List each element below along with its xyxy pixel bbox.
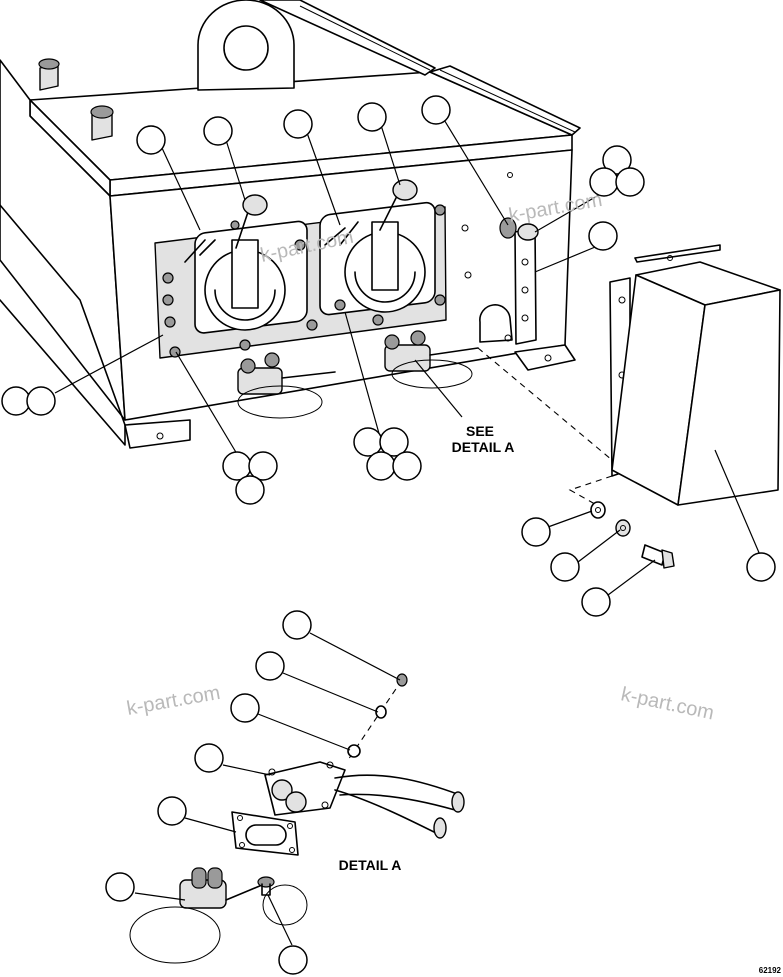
callout-bubble (26, 386, 56, 416)
callout-bubble (357, 102, 387, 132)
detail-a (129, 673, 465, 964)
lid-knob-right (90, 105, 114, 141)
callout-bubble (283, 109, 313, 139)
receptacle-left (184, 194, 308, 334)
callout-bubble (255, 651, 285, 681)
callout-bubble (278, 945, 308, 975)
callout-bubble (248, 451, 278, 481)
callout-bubble (379, 427, 409, 457)
callout-bubble (230, 693, 260, 723)
callout-bubble (581, 587, 611, 617)
callout-bubble (615, 167, 645, 197)
cap-connector-left (237, 352, 336, 419)
hardware-main (590, 501, 675, 569)
callout-bubble (521, 517, 551, 547)
callout-bubble (746, 552, 776, 582)
callout-bubble (203, 116, 233, 146)
plate-screws (162, 204, 446, 358)
receptacle-box (0, 0, 581, 449)
callout-bubble (366, 451, 396, 481)
callout-bubble (392, 451, 422, 481)
callout-bubble (588, 221, 618, 251)
callout-bubble (550, 552, 580, 582)
callout-bubble (602, 145, 632, 175)
side-bracket (479, 217, 539, 345)
drawing-code: 62192 (759, 966, 782, 975)
leader-lines (54, 117, 761, 946)
lid-knob-left (38, 58, 60, 91)
detail-a-title: DETAIL A (339, 857, 402, 873)
callout-bubble (1, 386, 31, 416)
callout-bubbles (1, 95, 776, 975)
callout-bubble (136, 125, 166, 155)
alignment-lines (477, 347, 613, 509)
callout-bubble (282, 610, 312, 640)
receptacle-right (319, 179, 436, 316)
callout-bubble (105, 872, 135, 902)
hinge (299, 5, 576, 133)
see-detail-label-line1: SEE (466, 423, 494, 439)
callout-bubble (157, 796, 187, 826)
lifting-eye (197, 0, 295, 91)
watermark: k-part.com (125, 682, 222, 720)
callout-bubble (194, 743, 224, 773)
watermark: k-part.com (619, 683, 716, 724)
callout-bubble (235, 475, 265, 505)
callout-bubble (421, 95, 451, 125)
cover (609, 244, 781, 506)
see-detail-label-line2: DETAIL A (452, 439, 515, 455)
